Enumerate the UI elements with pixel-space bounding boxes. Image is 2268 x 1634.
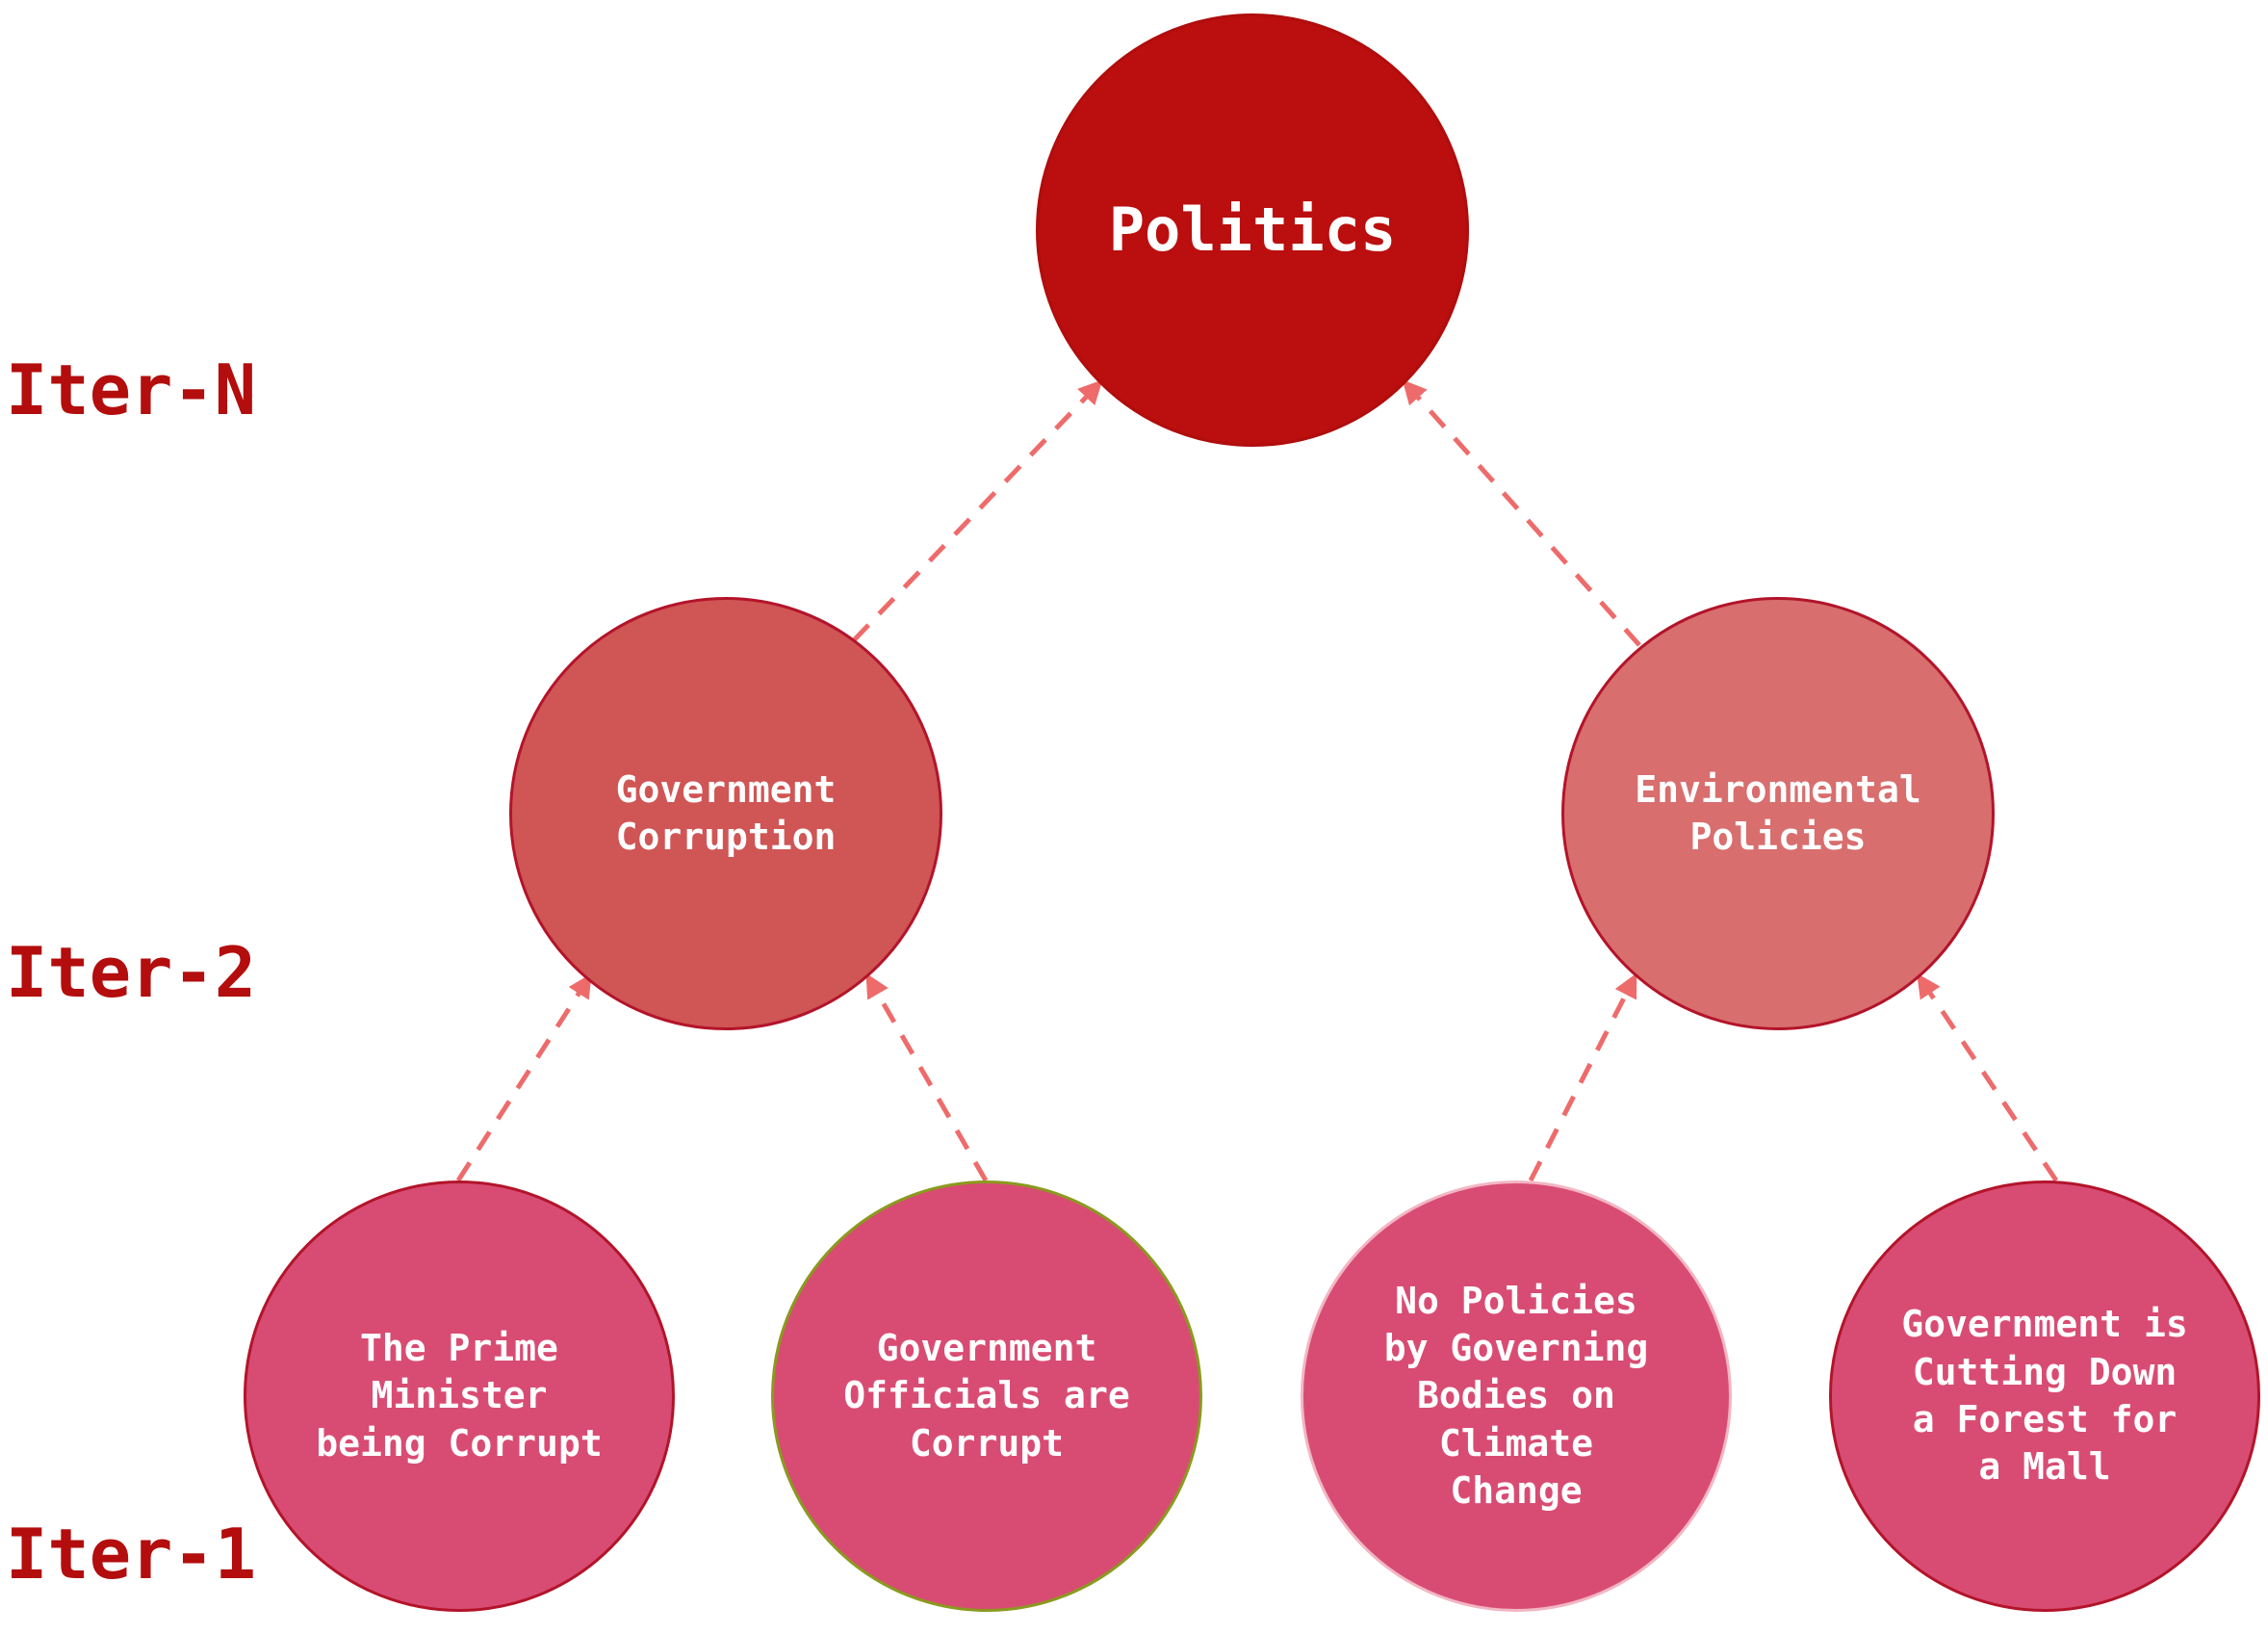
node-no-climate-policies-label: No Policies by Governing Bodies on Clima… bbox=[1383, 1279, 1649, 1513]
level-label-iter-n: Iter-N bbox=[6, 350, 257, 430]
node-officials-corrupt: Government Officials are Corrupt bbox=[771, 1180, 1202, 1612]
arrow-prime-minister-to-gov-corruption bbox=[455, 973, 592, 1182]
node-government-corruption: Government Corruption bbox=[509, 597, 942, 1030]
node-politics-label: Politics bbox=[1108, 194, 1397, 265]
arrow-forest-to-env-policies bbox=[1917, 973, 2059, 1182]
level-label-iter-2: Iter-2 bbox=[6, 932, 257, 1013]
node-officials-corrupt-label: Government Officials are Corrupt bbox=[843, 1326, 1130, 1465]
arrow-climate-to-env-policies bbox=[1528, 973, 1637, 1182]
node-government-corruption-label: Government Corruption bbox=[615, 767, 837, 858]
level-label-iter-1: Iter-1 bbox=[6, 1514, 257, 1595]
arrow-officials-to-gov-corruption bbox=[865, 973, 989, 1182]
node-prime-minister-corrupt: The Prime Minister being Corrupt bbox=[244, 1180, 675, 1612]
node-politics: Politics bbox=[1036, 13, 1469, 447]
node-forest-for-mall-label: Government is Cutting Down a Forest for … bbox=[1901, 1303, 2188, 1489]
arrow-gov-corruption-to-politics bbox=[852, 379, 1103, 642]
node-environmental-policies: Environmental Policies bbox=[1561, 597, 1995, 1030]
node-prime-minister-corrupt-label: The Prime Minister being Corrupt bbox=[316, 1326, 603, 1465]
arrow-env-policies-to-politics bbox=[1402, 379, 1641, 647]
node-no-climate-policies: No Policies by Governing Bodies on Clima… bbox=[1301, 1180, 1732, 1612]
node-forest-for-mall: Government is Cutting Down a Forest for … bbox=[1829, 1180, 2260, 1612]
node-environmental-policies-label: Environmental Policies bbox=[1635, 767, 1921, 858]
